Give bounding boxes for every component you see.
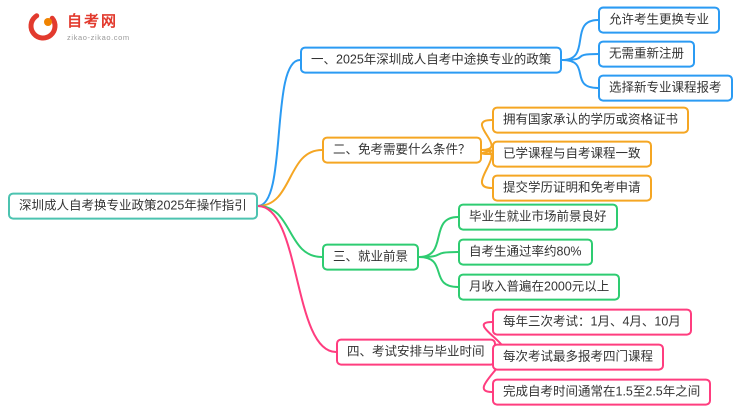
logo-title: 自考网 xyxy=(67,13,119,30)
leaf-node: 自考生通过率约80% xyxy=(458,238,593,266)
logo-subtitle: zikao-zikao.com xyxy=(67,33,130,42)
leaf-node: 拥有国家承认的学历或资格证书 xyxy=(492,106,690,134)
leaf-node: 无需重新注册 xyxy=(598,40,696,68)
site-logo: 自考网 zikao-zikao.com xyxy=(26,9,130,43)
leaf-node: 提交学历证明和免考申请 xyxy=(492,174,652,202)
leaf-node: 选择新专业课程报考 xyxy=(598,74,733,102)
branch-node-exam-schedule: 四、考试安排与毕业时间 xyxy=(336,338,496,366)
leaf-node: 每次考试最多报考四门课程 xyxy=(492,343,665,371)
leaf-node: 毕业生就业市场前景良好 xyxy=(458,203,618,231)
root-node: 深圳成人自考换专业政策2025年操作指引 xyxy=(8,192,258,220)
leaf-node: 月收入普遍在2000元以上 xyxy=(458,273,621,301)
leaf-node: 已学课程与自考课程一致 xyxy=(492,140,652,168)
leaf-node: 完成自考时间通常在1.5至2.5年之间 xyxy=(492,378,712,406)
leaf-node: 每年三次考试：1月、4月、10月 xyxy=(492,308,692,336)
zikao-swirl-logo-icon xyxy=(28,11,58,41)
branch-node-policy: 一、2025年深圳成人自考中途换专业的政策 xyxy=(300,46,563,74)
logo-text-block: 自考网 zikao-zikao.com xyxy=(67,10,130,42)
branch-node-exemption: 二、免考需要什么条件？ xyxy=(322,136,482,164)
branch-node-employment: 三、就业前景 xyxy=(322,243,420,271)
leaf-node: 允许考生更换专业 xyxy=(598,6,721,34)
